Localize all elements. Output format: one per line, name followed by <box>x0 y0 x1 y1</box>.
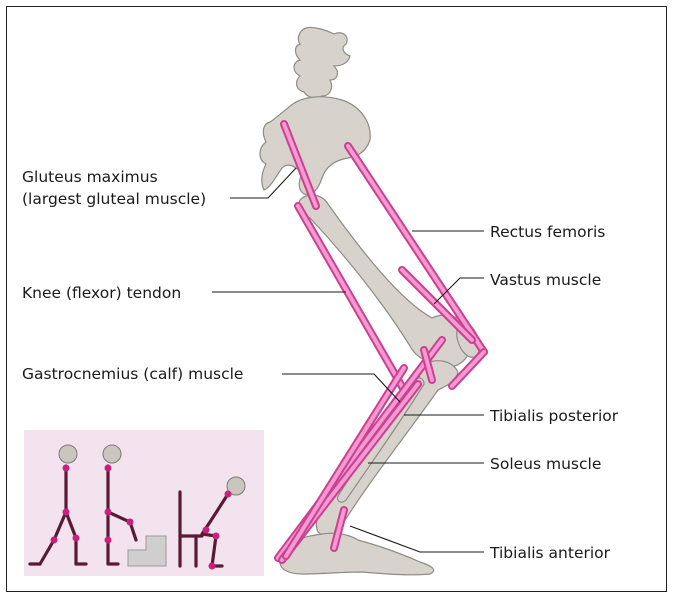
tibia-bone <box>316 361 458 536</box>
label-rectus-femoris: Rectus femoris <box>490 223 605 241</box>
figure-head <box>59 445 77 463</box>
label-gluteus-line1: Gluteus maximus <box>22 168 158 186</box>
foot-bone <box>280 533 434 575</box>
label-vastus: Vastus muscle <box>490 271 601 289</box>
label-soleus: Soleus muscle <box>490 455 601 473</box>
soleus-muscle <box>286 368 404 556</box>
label-gastrocnemius: Gastrocnemius (calf) muscle <box>22 365 243 383</box>
label-knee-tendon: Knee (flexor) tendon <box>22 284 181 302</box>
movement-inset <box>24 430 264 576</box>
label-tibialis-posterior: Tibialis posterior <box>489 407 619 425</box>
label-tibialis-anterior: Tibialis anterior <box>489 544 611 562</box>
pelvis-bone <box>260 97 370 195</box>
label-gluteus-line2: (largest gluteal muscle) <box>22 190 206 208</box>
sacrum-bone <box>294 27 350 98</box>
figure-head <box>103 445 121 463</box>
